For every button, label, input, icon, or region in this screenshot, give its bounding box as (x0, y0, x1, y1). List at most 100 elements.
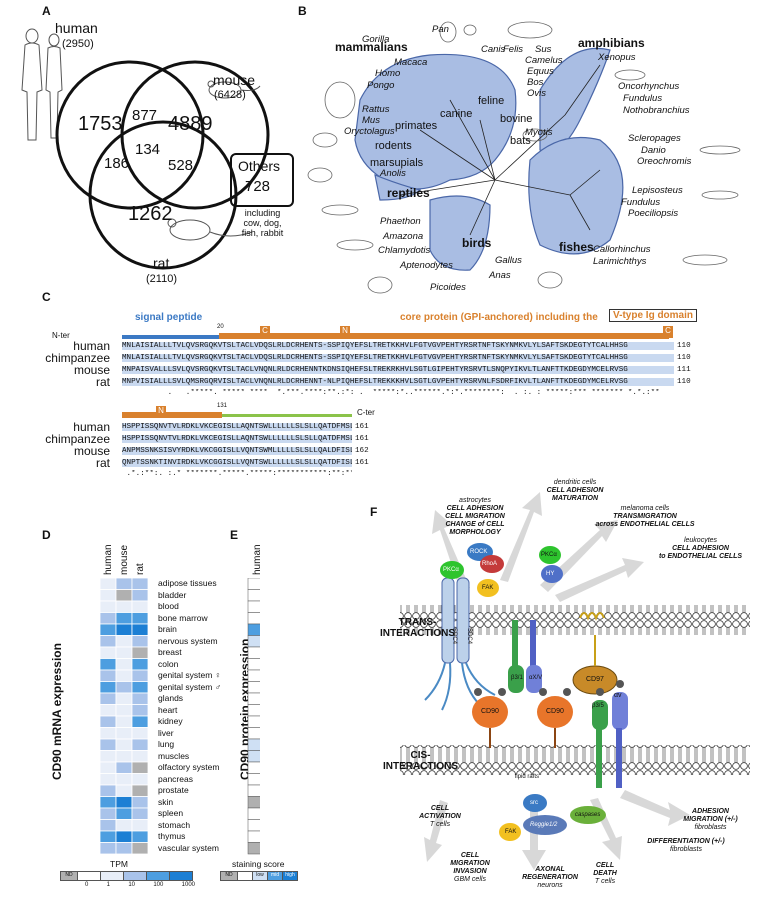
seq-name: rat (95, 375, 110, 389)
mrna-cell (100, 738, 117, 751)
nter-label: N-ter (52, 331, 70, 340)
alignment-block-2: human HSPPISSQNVTVLRDKLVKCEGISLLAQNTSWLL… (0, 420, 368, 479)
tree-amphibians-label: amphibians (578, 36, 645, 50)
species-label: Lepisosteus (632, 185, 683, 196)
venn-human-count: (2950) (62, 38, 94, 50)
tree-birds-label: birds (462, 236, 492, 250)
mrna-cell (100, 807, 117, 820)
protein-cell (247, 807, 260, 820)
species-label: Anas (489, 270, 511, 281)
clade-primates: primates (395, 120, 438, 132)
seq-residues: MNPAISVALLLSVLQVSRGQKVTSLTACLVNQNLRLDCRH… (122, 366, 674, 374)
heatmap-grid (100, 578, 260, 855)
outcome-astrocytes: astrocytes CELL ADHESION CELL MIGRATION … (445, 497, 505, 537)
cysteine-marker: C (663, 326, 673, 338)
protein-cell (247, 773, 260, 786)
protein-cell (247, 842, 260, 855)
seq-residues: HSPPISSQNVTVLRDKLVKCEGISLLAQNTSWLLLLLLSL… (122, 423, 352, 431)
core-protein-bar-2 (122, 412, 222, 418)
cd90-molecules (472, 688, 573, 748)
outcome-cell-activation: CELL ACTIVATION T cells (419, 805, 461, 829)
outcome-death: CELL DEATH T cells (593, 862, 617, 886)
seq-name: human (73, 420, 110, 434)
clade-bats: bats (510, 135, 531, 147)
mrna-cell (100, 612, 117, 625)
protein-cell (247, 658, 260, 671)
heat-col-rat: rat (135, 563, 146, 575)
species-label: Myotis (525, 127, 553, 138)
mrna-cell (131, 612, 149, 625)
mrna-axis-title: CD90 mRNA expression (50, 643, 64, 780)
mrna-cell (100, 773, 117, 786)
tick-131: 131 (217, 403, 228, 409)
rock-label: ROCK (470, 549, 488, 555)
seq-residues: QNPTSSNKTINVIRDKLVKCGGISLLVQNTSWLLLLLLSL… (122, 459, 352, 467)
rat-circle (88, 120, 238, 270)
beta35-label: β3/5 (592, 703, 604, 709)
fish-clade-shape (528, 136, 624, 255)
panel-letter-a: A (42, 4, 51, 18)
protein-cell (247, 819, 260, 832)
species-label: Aptenodytes (400, 260, 453, 271)
heat-col-human: human (103, 544, 114, 575)
species-label: Chlamydotis (378, 245, 431, 256)
mrna-cell (115, 727, 133, 740)
species-label: Mus (362, 115, 380, 126)
mrna-cell (131, 784, 149, 797)
venn-rat-count: (2110) (146, 273, 177, 285)
mrna-cell (100, 589, 117, 602)
species-label: Xenopus (598, 52, 636, 63)
mrna-cell (115, 819, 133, 832)
seq-residues: MNLAISIALLLTVLQVSRGQKVTSLTACLVDQSLRLDCRH… (122, 354, 674, 362)
trans-interactions-label: TRANS- INTERACTIONS (380, 617, 455, 639)
heatmap-row-label: genital system ♂ (158, 681, 222, 692)
species-label: Gallus (495, 255, 522, 266)
species-label: Callorhinchus (593, 244, 651, 255)
animal-silhouettes-icon (307, 21, 741, 294)
venn-diagram (21, 28, 270, 270)
protein-cell (247, 646, 260, 659)
rhoa-label: RhoA (482, 561, 498, 567)
species-label: Felis (503, 44, 524, 55)
mrna-cell (100, 784, 117, 797)
protein-cell (247, 727, 260, 740)
cd97-receptor (572, 612, 618, 695)
heatmap-row-label: pancreas (158, 773, 193, 784)
protein-cell (247, 612, 260, 625)
pkc-label: PKCα (443, 567, 459, 573)
protein-cell (247, 681, 260, 694)
caspases-label: caspases (575, 812, 601, 818)
seq-residues: MNLAISIALLLTVLQVSRGQKVTSLTACLVDQSLRLDCRH… (122, 342, 674, 350)
mrna-cell (131, 681, 149, 694)
protein-cell (247, 635, 260, 648)
venn-human-label: human (55, 20, 98, 36)
core-protein-bar (219, 333, 669, 339)
glycosylation-marker: N (156, 406, 166, 418)
mrna-cell (115, 669, 133, 682)
cter-label: C-ter (357, 408, 375, 417)
bottom-signaling-molecules (499, 794, 606, 841)
species-label: Macaca (394, 57, 428, 68)
species-label: Picoides (430, 282, 466, 293)
mrna-cell (100, 704, 117, 717)
protein-cell (247, 761, 260, 774)
cd97-label: CD97 (586, 676, 604, 683)
mrna-cell (131, 692, 149, 705)
species-label: Anolis (380, 168, 406, 179)
heatmap-row-label: muscles (158, 750, 190, 761)
mrna-cell (115, 681, 133, 694)
mrna-cell (131, 761, 149, 774)
protein-cell (247, 715, 260, 728)
mrna-cell (131, 635, 149, 648)
protein-cell (247, 669, 260, 682)
tpm-nd: ND (60, 871, 78, 881)
species-label: Oreochromis (637, 156, 692, 167)
mrna-cell (115, 842, 133, 855)
species-label: Phaethon (380, 216, 421, 227)
top-signaling-molecules (440, 543, 563, 597)
mrna-cell (131, 773, 149, 786)
species-label: Bos (527, 77, 544, 88)
tree-fishes-label: fishes (559, 240, 594, 254)
